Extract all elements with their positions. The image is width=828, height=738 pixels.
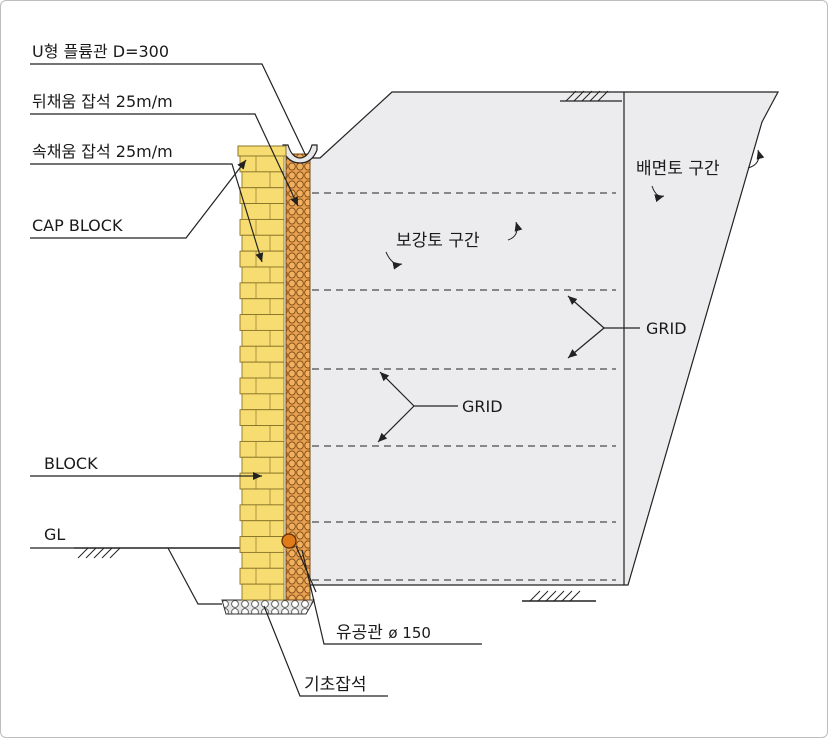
label-inner-fill-stone: 속채움 잡석 25m/m — [32, 142, 173, 161]
wall-block — [239, 282, 285, 300]
leader-lines — [30, 63, 482, 697]
wall-block — [241, 171, 285, 189]
ground-hatch-right — [529, 590, 581, 602]
label-grid-left: GRID — [462, 397, 503, 416]
u-drain — [282, 144, 318, 164]
excavation-line — [167, 547, 222, 605]
label-block: BLOCK — [44, 454, 98, 473]
wall-block — [239, 440, 285, 458]
wall-block — [239, 250, 285, 268]
wall-block — [239, 345, 285, 363]
wall-block — [241, 361, 285, 379]
label-back-fill-stone: 뒤채움 잡석 25m/m — [32, 92, 173, 111]
grid-left-arrows — [377, 371, 458, 443]
label-drain-pipe: 유공관 ø 150 — [336, 623, 431, 643]
wall-block — [239, 536, 285, 553]
cap-block — [237, 145, 287, 157]
wall-block — [241, 583, 285, 601]
label-u-drain: U형 플륨관 D=300 — [32, 42, 169, 61]
grid-right-arrows — [567, 295, 640, 359]
wall-block — [239, 504, 285, 522]
wall-block — [239, 377, 285, 395]
soil-region — [299, 91, 779, 586]
ground-hatch-top — [565, 90, 609, 102]
label-foundation-stone: 기초잡석 — [304, 675, 367, 695]
wall-block — [241, 456, 285, 474]
label-reinforced-zone: 보강토 구간 — [396, 231, 480, 251]
wall-block — [241, 329, 285, 347]
wall-block — [241, 551, 285, 569]
wall-block — [239, 187, 285, 205]
block-wall — [237, 145, 287, 601]
label-backfill-zone: 배면토 구간 — [636, 159, 720, 179]
wall-block — [239, 155, 285, 173]
wall-block — [241, 266, 285, 284]
geogrid-layers — [312, 192, 616, 581]
wall-block — [241, 520, 285, 538]
curly-arrows — [385, 149, 765, 270]
wall-block — [241, 488, 285, 506]
wall-block — [239, 314, 285, 331]
gravel-fill-column — [285, 153, 311, 601]
wall-block — [241, 425, 285, 442]
wall-block — [239, 409, 285, 427]
wall-block — [241, 234, 285, 252]
wall-block — [239, 218, 285, 236]
wall-block — [241, 298, 285, 316]
foundation-gravel — [221, 599, 315, 615]
drain-pipe — [281, 533, 297, 549]
label-gl: GL — [44, 525, 65, 544]
label-cap-block: CAP BLOCK — [32, 216, 123, 235]
label-grid-right: GRID — [646, 319, 687, 338]
wall-block — [241, 393, 285, 411]
ground-hatch-left — [77, 547, 121, 559]
wall-block — [239, 567, 285, 585]
